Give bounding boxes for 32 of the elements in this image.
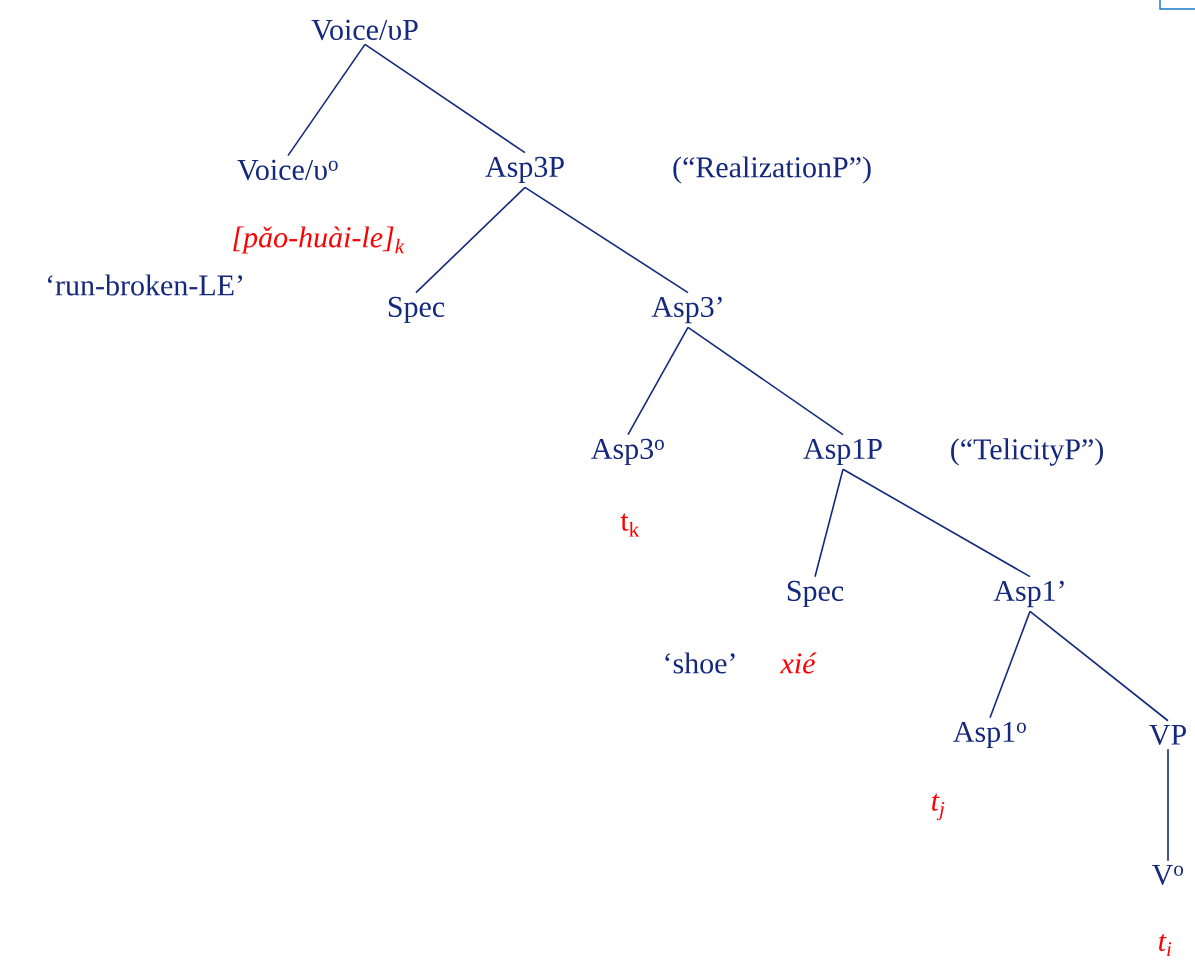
annotation: xié bbox=[780, 652, 817, 674]
tree-label: Asp1P bbox=[803, 438, 882, 466]
tree-label: Voice/υP bbox=[311, 19, 418, 41]
annotation: t$_{j}$ bbox=[932, 793, 945, 821]
tree-label: Asp1$^{o}$ bbox=[953, 721, 1026, 749]
tree-branch bbox=[287, 43, 366, 157]
tree-label: Asp3$^{o}$ bbox=[591, 438, 664, 466]
tree-branch bbox=[989, 610, 1031, 719]
tree-branch bbox=[415, 186, 526, 294]
tree-branch bbox=[814, 468, 844, 578]
annotation: t$_{k}$ bbox=[620, 513, 640, 537]
tree-branch bbox=[1167, 748, 1169, 862]
tree-label: Asp1’ bbox=[993, 580, 1064, 608]
tree-branch bbox=[524, 186, 689, 294]
tree-branch bbox=[842, 468, 1031, 578]
annotation: (“RealizationP”) bbox=[673, 156, 871, 184]
tree-label: Asp3P bbox=[485, 156, 564, 184]
annotation: t$_{i}$ bbox=[1159, 933, 1172, 957]
tree-label: Voice/υ$^{o}$ bbox=[237, 159, 338, 181]
tree-label: V$^{o}$ bbox=[1152, 864, 1184, 886]
tree-branch bbox=[687, 326, 844, 436]
tree-branch bbox=[1029, 610, 1169, 722]
tree-branch bbox=[627, 326, 689, 436]
annotation: ‘shoe’ bbox=[665, 652, 735, 674]
tree-label: VP bbox=[1149, 724, 1186, 746]
annotation: (“TelicityP”) bbox=[951, 438, 1103, 466]
tree-label: Spec bbox=[787, 580, 844, 608]
annotation: [pǎo-huài-le]$_{k}$ bbox=[233, 226, 405, 254]
tree-label: Spec bbox=[388, 296, 445, 324]
tree-label: Asp3’ bbox=[651, 296, 722, 324]
tree-branch bbox=[364, 43, 526, 154]
annotation: ‘run-broken-LE’ bbox=[47, 274, 243, 296]
